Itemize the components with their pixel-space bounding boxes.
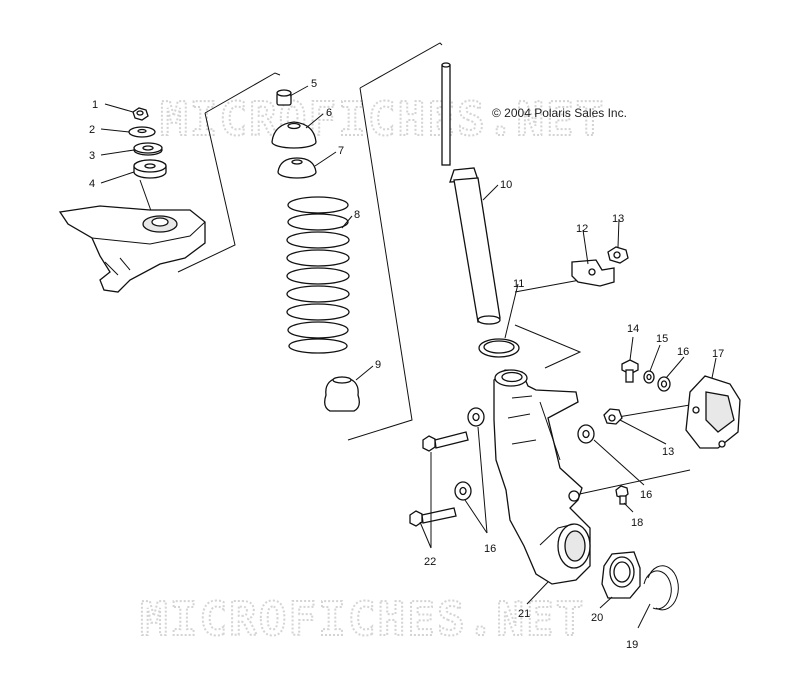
- callout-10: 10: [500, 179, 512, 191]
- part-strut-10: [441, 62, 501, 325]
- watermark-top: MICROFICHES.NET: [160, 92, 605, 146]
- callout-13-lower: 13: [662, 446, 674, 458]
- guide-line-ring: [514, 324, 582, 369]
- part-knuckle-21: [493, 369, 591, 585]
- guide-line-caliper: [574, 469, 691, 496]
- part-nut-13-upper: [607, 246, 629, 264]
- callout-20: 20: [591, 612, 603, 624]
- part-o-ring-11: [478, 338, 520, 358]
- callout-1: 1: [92, 99, 98, 111]
- callout-18: 18: [631, 517, 643, 529]
- part-washer-16-left-upper: [467, 407, 485, 427]
- part-washer-16-middle: [577, 424, 595, 444]
- part-bleeder-18: [615, 485, 629, 505]
- part-nut-5: [276, 89, 292, 106]
- callout-16-lower: 16: [484, 543, 496, 555]
- part-upper-seat-6: [271, 121, 317, 149]
- part-washer-2: [128, 126, 156, 138]
- guide-line-upper-right: [359, 42, 443, 89]
- callout-19: 19: [626, 639, 638, 651]
- callout-8: 8: [354, 209, 360, 221]
- part-bushing-3: [133, 142, 163, 156]
- part-bearing-20: [601, 551, 641, 599]
- part-spring-seat-7: [277, 157, 317, 179]
- guide-line-upper-left: [204, 72, 281, 114]
- callout-6: 6: [326, 107, 332, 119]
- part-frame-mount: [58, 205, 206, 293]
- part-washer-16-upper: [657, 376, 671, 392]
- part-caliper-17: [685, 375, 741, 449]
- part-bolt-22-upper: [422, 431, 469, 452]
- part-coil-spring-8: [286, 196, 350, 354]
- callout-16-upper: 16: [677, 346, 689, 358]
- callout-13-upper: 13: [612, 213, 624, 225]
- part-nut-13-lower: [603, 408, 623, 425]
- callout-12: 12: [576, 223, 588, 235]
- callout-11: 11: [513, 278, 524, 290]
- guide-line-lower-left: [177, 112, 236, 273]
- callout-7: 7: [338, 145, 344, 157]
- callout-3: 3: [89, 150, 95, 162]
- part-snap-ring-19: [643, 565, 679, 611]
- callout-21: 21: [518, 608, 530, 620]
- part-bolt-14: [621, 359, 639, 383]
- callout-4: 4: [89, 178, 95, 190]
- part-washer-15: [643, 370, 655, 384]
- callout-14: 14: [627, 323, 639, 335]
- part-nut-1: [132, 107, 149, 121]
- guide-line-lower-right: [347, 87, 413, 441]
- watermark-bottom: MICROFICHES.NET: [140, 592, 585, 646]
- callout-17: 17: [712, 348, 724, 360]
- callout-labels: 1 2 3 4 5 6 7 8 9 10 11 12 13 13 14 15 1…: [89, 78, 724, 651]
- guide-line-clamp: [514, 279, 581, 293]
- leader-lines: [100, 85, 717, 629]
- callout-15: 15: [656, 333, 668, 345]
- callout-22: 22: [424, 556, 436, 568]
- copyright-notice: © 2004 Polaris Sales Inc.: [492, 106, 627, 120]
- part-bushing-4: [133, 159, 167, 179]
- part-bolt-22-lower: [409, 507, 457, 527]
- callout-16-middle: 16: [640, 489, 652, 501]
- part-clamp-12: [571, 259, 615, 287]
- callout-2: 2: [89, 124, 95, 136]
- callout-9: 9: [375, 359, 381, 371]
- callout-5: 5: [311, 78, 317, 90]
- part-washer-16-left-lower: [454, 481, 472, 501]
- part-bump-stop-9: [324, 376, 360, 412]
